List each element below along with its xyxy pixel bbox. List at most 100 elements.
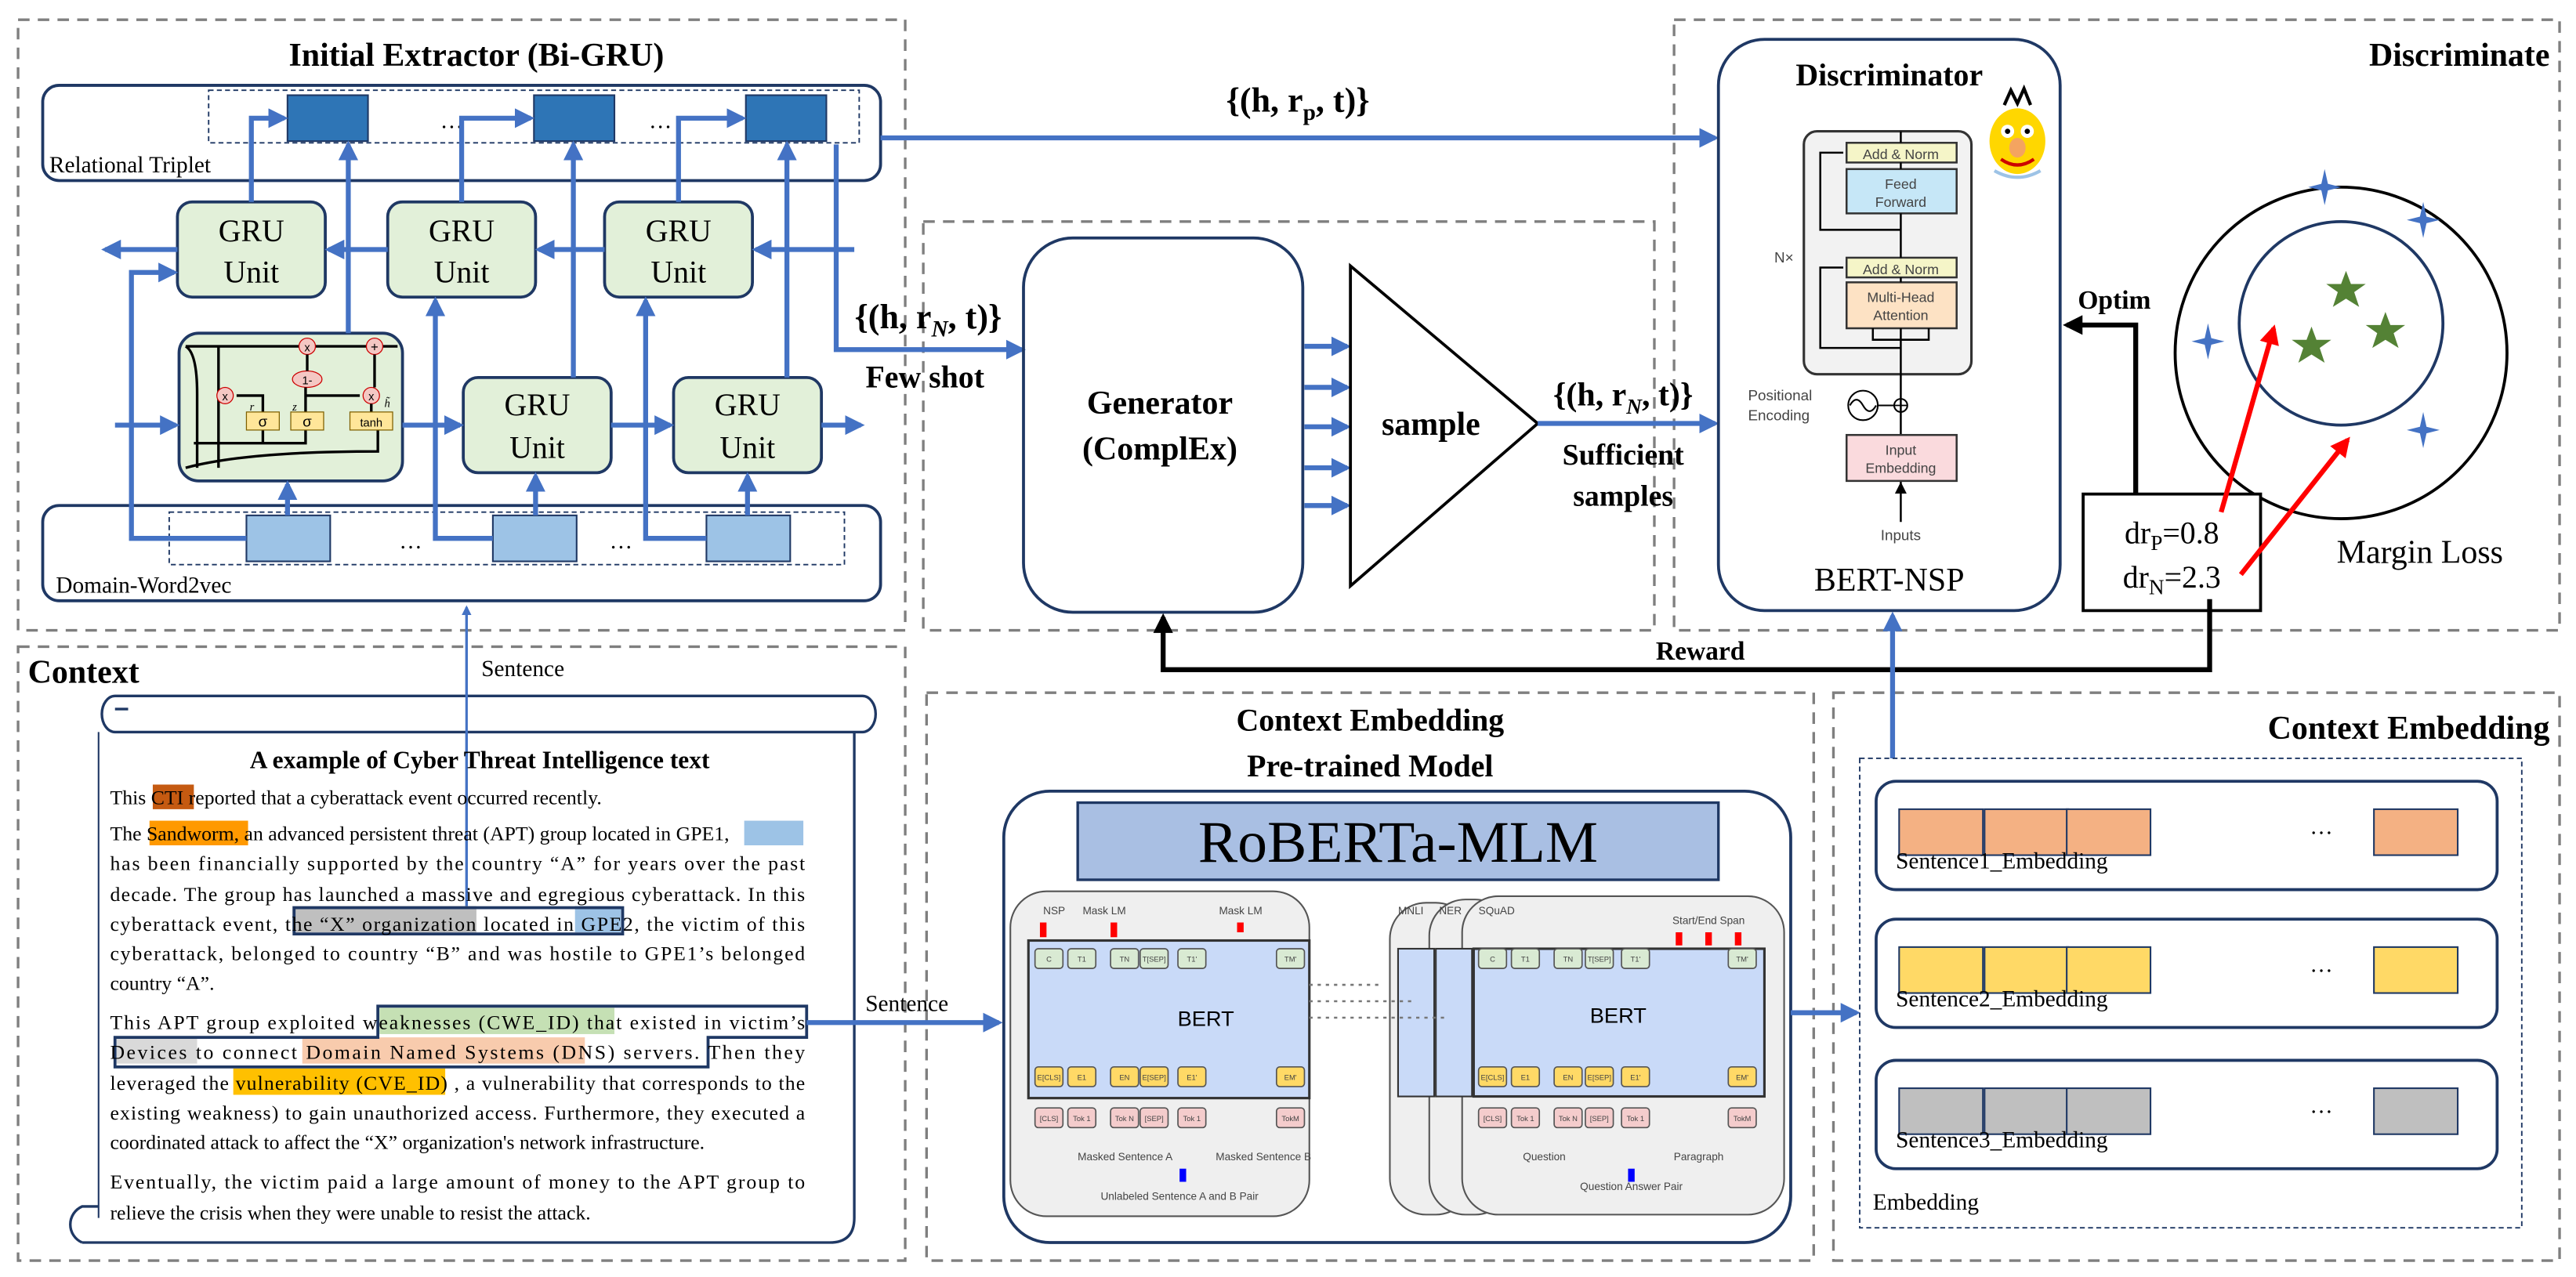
svg-text:N×: N× bbox=[1774, 249, 1794, 266]
svg-text:Unlabeled Sentence A and B Pai: Unlabeled Sentence A and B Pair bbox=[1100, 1191, 1259, 1203]
discriminator-title: Discriminator bbox=[1795, 58, 1983, 92]
svg-text:Unit: Unit bbox=[223, 255, 279, 289]
svg-text:GRU: GRU bbox=[715, 388, 781, 422]
svg-text:σ: σ bbox=[303, 414, 312, 430]
sentence-embedding-row: …Sentence1_Embedding bbox=[1875, 780, 2499, 892]
svg-text:σ: σ bbox=[259, 414, 268, 430]
embedding-frame bbox=[1831, 691, 2561, 1262]
svg-text:Paragraph: Paragraph bbox=[1674, 1151, 1724, 1163]
svg-text:Add & Norm: Add & Norm bbox=[1863, 147, 1939, 162]
sentence-embedding-label: Sentence3_Embedding bbox=[1896, 1127, 2108, 1152]
svg-text:This CTI reported that a cyber: This CTI reported that a cyberattack eve… bbox=[110, 787, 601, 809]
embedding-dashed-area bbox=[1859, 758, 2523, 1229]
bert-token-label: E[SEP] bbox=[1588, 1073, 1611, 1082]
reward-label: Reward bbox=[1656, 637, 1745, 666]
bert-token-label: T1' bbox=[1630, 955, 1640, 964]
discriminate-frame bbox=[1672, 18, 2561, 632]
triplet-vector bbox=[286, 94, 369, 143]
gru-unit-backward-1: GRU Unit bbox=[176, 200, 327, 299]
svg-text:Devices to connect Domain Name: Devices to connect Domain Named Systems … bbox=[110, 1040, 805, 1063]
gru-unit-backward-3: GRU Unit bbox=[603, 200, 754, 299]
bert-token bbox=[1067, 1065, 1097, 1087]
bert-token-label: T1 bbox=[1078, 955, 1086, 964]
embedding-ellipsis: … bbox=[2310, 1093, 2332, 1118]
negative-triplet-label: {(h, rN, t)} bbox=[854, 298, 1002, 342]
roberta-banner bbox=[1076, 801, 1720, 881]
bert-token-label: TM' bbox=[1284, 955, 1297, 964]
bert-token bbox=[1510, 948, 1541, 969]
embedding-vector bbox=[1984, 946, 2070, 994]
bert-token bbox=[1553, 1107, 1583, 1129]
pretrained-title-1: Context Embedding bbox=[1236, 703, 1504, 737]
bert-token bbox=[1177, 948, 1207, 969]
svg-text:Question Answer Pair: Question Answer Pair bbox=[1580, 1181, 1683, 1192]
svg-text:leveraged the vulnerability (C: leveraged the vulnerability (CVE_ID) , a… bbox=[110, 1072, 805, 1094]
svg-text:Inputs: Inputs bbox=[1881, 526, 1921, 543]
bert-token-label: C bbox=[1490, 955, 1495, 964]
bert-mascot-icon bbox=[1989, 84, 2045, 179]
embedding-vector bbox=[2373, 1087, 2459, 1135]
positive-triplet-label: {(h, rp, t)} bbox=[1226, 81, 1370, 125]
scroll-document bbox=[69, 694, 877, 1244]
svg-text:Encoding: Encoding bbox=[1748, 407, 1810, 423]
svg-text:The Sandworm, an advanced pers: The Sandworm, an advanced persistent thr… bbox=[110, 823, 729, 845]
bert-nsp-label: BERT-NSP bbox=[1814, 563, 1965, 599]
extractor-arrows bbox=[101, 108, 865, 541]
discriminator-box bbox=[1716, 38, 2062, 613]
gru-cell-detail: x + 1- x x σ σ tanh r z h̃ bbox=[177, 331, 404, 483]
bert-token-label: EN bbox=[1563, 1073, 1573, 1082]
margin-loss-label: Margin Loss bbox=[2337, 535, 2503, 571]
svg-text:Mask LM: Mask LM bbox=[1082, 905, 1125, 917]
doc-paragraph-4: Eventually, the victim paid a large amou… bbox=[110, 1170, 805, 1225]
pretrained-box bbox=[1002, 789, 1792, 1244]
svg-text:country “A”.: country “A”. bbox=[110, 971, 214, 994]
bert-token-label: Tok 1 bbox=[1183, 1114, 1201, 1123]
bert-token bbox=[1067, 948, 1097, 969]
svg-text:+: + bbox=[371, 339, 379, 354]
bert-token-label: TN bbox=[1563, 955, 1574, 964]
triplet-vector bbox=[533, 94, 616, 143]
svg-text:relieve the crisis when they w: relieve the crisis when they were unable… bbox=[110, 1202, 590, 1225]
svg-text:coordinated attack to affect t: coordinated attack to affect the “X” org… bbox=[110, 1131, 705, 1154]
svg-text:BERT: BERT bbox=[1590, 1003, 1647, 1027]
svg-text:Embedding: Embedding bbox=[1865, 460, 1936, 476]
bert-token bbox=[1621, 1065, 1650, 1087]
word2vec-ellipsis: … bbox=[399, 529, 422, 554]
sample-triangle bbox=[1349, 262, 1541, 590]
sentence-right-label: Sentence bbox=[865, 992, 948, 1017]
pretrained-frame bbox=[925, 691, 1815, 1262]
svg-text:Start/End Span: Start/End Span bbox=[1672, 915, 1745, 927]
roberta-label: RoBERTa-MLM bbox=[1198, 810, 1598, 875]
word-vector bbox=[245, 514, 332, 563]
svg-text:BERT: BERT bbox=[1178, 1006, 1235, 1030]
negative-distance-arrow bbox=[2238, 436, 2350, 577]
svg-text:GRU: GRU bbox=[219, 214, 284, 248]
bert-token bbox=[1553, 948, 1583, 969]
bert-token bbox=[1177, 1065, 1207, 1087]
bert-token bbox=[1034, 1107, 1064, 1129]
svg-text:GRU: GRU bbox=[646, 214, 712, 248]
svg-text:Unit: Unit bbox=[509, 431, 565, 465]
bert-token bbox=[1034, 1065, 1064, 1087]
svg-text:has been financially supported: has been financially supported by the co… bbox=[110, 852, 805, 874]
bert-token bbox=[1275, 948, 1306, 969]
svg-text:x: x bbox=[223, 391, 229, 403]
embedding-ellipsis: … bbox=[2310, 952, 2332, 977]
bert-token-label: E[SEP] bbox=[1142, 1073, 1165, 1082]
word-vector bbox=[491, 514, 578, 563]
bert-token-label: TokM bbox=[1281, 1114, 1299, 1123]
gru-unit-forward-2: GRU Unit bbox=[462, 375, 613, 475]
discriminate-title: Discriminate bbox=[2369, 38, 2550, 74]
bert-token bbox=[1139, 1065, 1169, 1087]
svg-text:1-: 1- bbox=[302, 374, 312, 387]
embedding-vector bbox=[1984, 1087, 2070, 1135]
bert-token-label: T[SEP] bbox=[1588, 955, 1611, 964]
doc-title: A example of Cyber Threat Intelligence t… bbox=[250, 747, 710, 774]
svg-text:Question: Question bbox=[1523, 1151, 1565, 1163]
svg-text:NER: NER bbox=[1439, 905, 1462, 917]
svg-text:Unit: Unit bbox=[650, 255, 706, 289]
margin-loss-diagram bbox=[2173, 168, 2509, 520]
word-vector bbox=[705, 514, 792, 563]
reward-arrow bbox=[1153, 599, 2212, 672]
few-shot-arrow bbox=[833, 144, 1026, 360]
